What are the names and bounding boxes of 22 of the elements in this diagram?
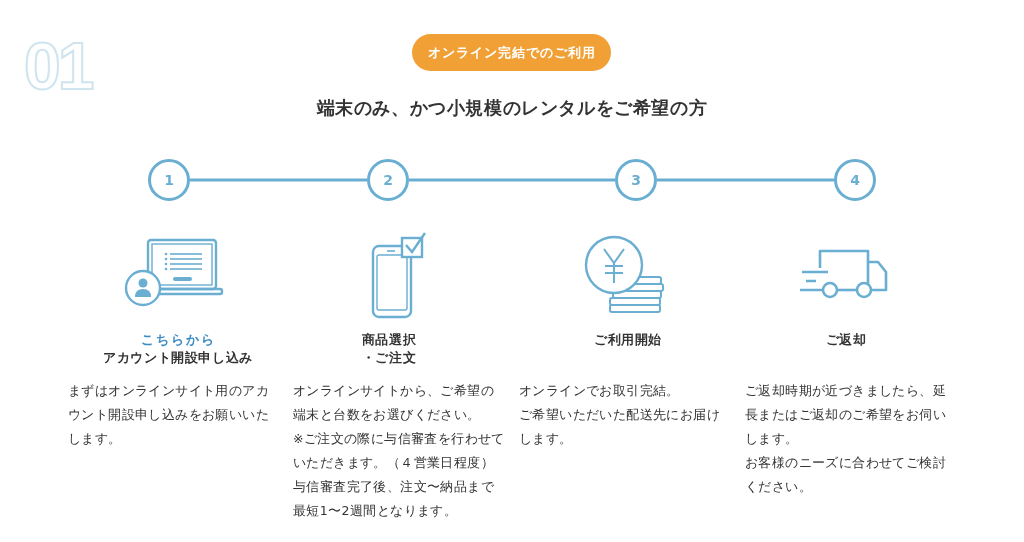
step-title: アカウント開設申し込み	[103, 349, 253, 367]
category-pill: オンライン完結でのご利用	[412, 34, 611, 71]
step-description: まずはオンラインサイト用のアカウント開設申し込みをお願いいたします。	[68, 382, 270, 448]
step-description: ご返却時期が近づきましたら、延長またはご返却のご希望をお伺いします。	[745, 382, 947, 448]
step-description: オンラインサイトから、ご希望の端末と台数をお選びください。	[293, 382, 495, 424]
step-description: ご希望いただいた配送先にお届けします。	[519, 406, 721, 448]
step-title: ご返却	[825, 331, 867, 349]
heading: 端末のみ、かつ小規模のレンタルをご希望の方	[316, 97, 708, 119]
step-title: 商品選択・ご注文	[360, 331, 418, 367]
step-description: オンラインでお取引完結。	[519, 382, 681, 400]
link: こちらから	[140, 331, 216, 349]
step-number-circle: 2	[367, 159, 409, 201]
step-description: ※ご注文の際に与信審査を行わせていただきます。（４営業日程度）	[293, 430, 505, 472]
step-description: 与信審査完了後、注文〜納品まで最短1〜2週間となります。	[293, 478, 495, 520]
connector-line	[409, 178, 615, 182]
step-number-circle: 1	[148, 159, 190, 201]
step-number-circle: 3	[615, 159, 657, 201]
step-number-circle: 4	[834, 159, 876, 201]
step-description: お客様のニーズに合わせてご検討ください。	[745, 454, 947, 496]
connector-line	[190, 178, 367, 182]
connector-line	[657, 178, 834, 182]
step-title: ご利用開始	[594, 331, 662, 349]
